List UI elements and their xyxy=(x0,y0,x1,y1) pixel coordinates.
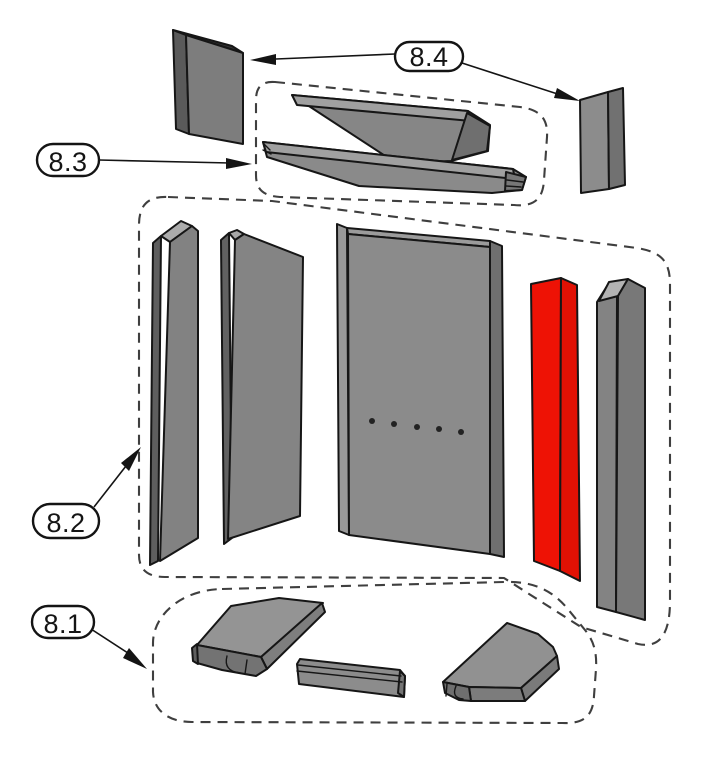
group-8-3-boundary xyxy=(254,80,549,207)
part-upper-baffle-plate xyxy=(291,94,491,164)
callout-8-4-leader-left xyxy=(275,53,396,60)
callout-8-3: 8.3 xyxy=(35,142,252,178)
callout-8-2-arrowhead xyxy=(121,447,141,471)
part-back-panel xyxy=(336,223,505,558)
callout-8-1: 8.1 xyxy=(30,604,147,669)
callout-8-3-arrowhead xyxy=(226,158,252,169)
callout-8-2-label: 8.2 xyxy=(46,508,85,538)
callout-8-4-arrowhead-left xyxy=(250,54,276,65)
part-right-outer-side-panel xyxy=(596,278,646,621)
part-top-left-plate xyxy=(172,29,244,145)
group-8-2-boundary xyxy=(137,195,672,646)
callout-8-2: 8.2 xyxy=(31,447,141,540)
part-right-side-panel-highlighted xyxy=(530,277,581,582)
callout-8-3-label: 8.3 xyxy=(48,147,87,177)
callout-8-4: 8.4 xyxy=(250,40,580,101)
part-top-right-plate xyxy=(579,87,626,194)
part-left-outer-side-panel xyxy=(149,220,199,566)
back-panel-holes xyxy=(369,418,464,435)
callout-8-2-bubble xyxy=(31,502,101,540)
callout-8-4-arrowhead-right xyxy=(554,88,580,101)
callout-8-1-bubble xyxy=(30,604,96,640)
callout-8-4-label: 8.4 xyxy=(409,42,448,72)
callout-8-1-label: 8.1 xyxy=(43,609,82,639)
part-bottom-center-bar xyxy=(296,658,406,698)
part-bottom-right-plate xyxy=(442,622,560,702)
callout-8-1-arrowhead xyxy=(123,648,147,669)
part-left-inner-side-panel xyxy=(220,229,304,545)
callout-8-4-bubble xyxy=(393,40,465,73)
group-8-1-boundary xyxy=(151,580,598,725)
callout-8-4-leader-right xyxy=(461,62,571,99)
part-bottom-left-plate xyxy=(191,597,326,677)
part-lower-baffle-plate xyxy=(262,141,527,194)
callout-8-3-bubble xyxy=(35,142,101,178)
callout-8-1-leader xyxy=(90,628,132,656)
callout-8-3-leader xyxy=(98,159,231,164)
